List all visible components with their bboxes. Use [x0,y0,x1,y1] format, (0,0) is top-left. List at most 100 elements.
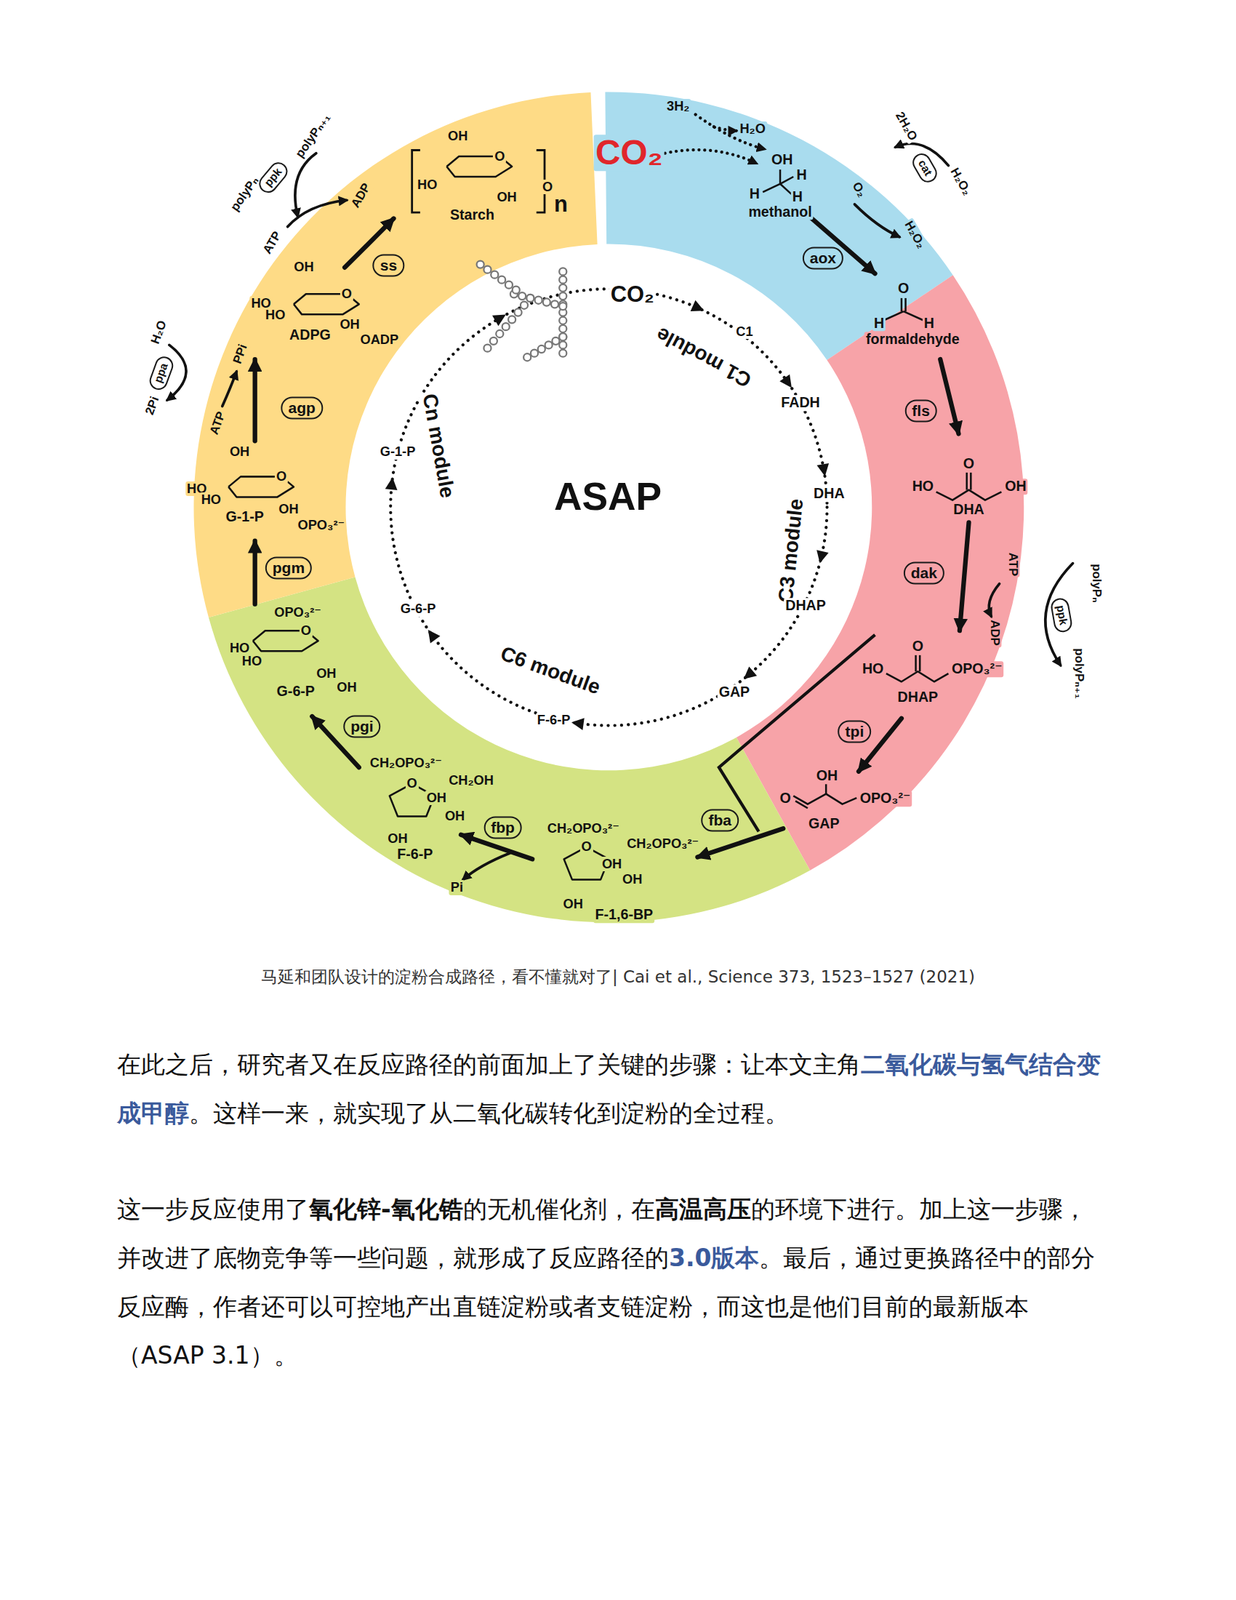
inner-cycle [390,288,827,725]
enzyme-name: pgm [272,559,305,577]
chemical-label: O [896,280,911,297]
arrow [988,583,999,617]
bond [780,176,794,184]
chemical-label: HO [199,492,223,507]
chemical-label: OH [277,501,300,517]
chemical-label: O [492,148,507,163]
main-arrows [255,218,970,859]
chemical-label: OH [314,665,338,681]
enzyme-name: fba [708,811,732,829]
chemical-label: OH [1003,478,1028,495]
caption-text: 马延和团队设计的淀粉合成路径，看不懂就对了| Cai et al., Scien… [261,966,975,986]
chemical-label: Starch [448,207,496,224]
glucose-unit [476,261,485,269]
chemical-label: H₂O₂ [946,164,975,200]
ring-sector [208,577,810,923]
arrow [713,126,737,131]
chemical-label: CO₂ [594,135,665,172]
chemical-label: CH₂OPO₃²⁻ [546,820,621,836]
chemical-label: ADPG [287,327,333,344]
enzyme-tag: pgm [265,556,312,580]
side-arrows [167,143,1074,880]
glucose-unit [559,349,567,357]
glucose-unit [538,345,546,353]
starch-brackets [412,150,545,214]
chemical-label: 3H₂ [665,98,691,114]
chemical-label: H [872,315,886,332]
arrowhead [690,300,705,312]
glucose-unit [495,330,504,338]
bond [779,169,782,184]
chemical-label: Pi [449,879,465,895]
chemical-label: HO [860,660,885,677]
pathway-label: C3 module [775,496,808,606]
chemical-label: OH [600,856,624,872]
ring [194,92,1025,923]
body-text: 。这样一来，就实现了从二氧化碳转化到淀粉的全过程。 [189,1098,789,1127]
chemical-label: O [777,790,792,807]
glucose-unit [526,294,534,302]
body-text: 氧化锌-氧化锆 [309,1194,464,1223]
chemical-label: 2Pi [143,393,164,419]
chemical-label: polyPₙ₊₁ [292,109,334,162]
chemical-label: H₂O [148,317,171,348]
enzyme-tag: fba [700,808,739,832]
arrowhead [492,314,507,327]
chemical-label: OH [443,808,467,824]
pathway-label: DHAP [783,597,828,614]
arrowhead [816,549,829,563]
glucose-unit [559,332,567,341]
arrow [854,204,900,238]
chemical-label: O [299,623,313,638]
chemical-label: G-6-P [275,683,317,700]
enzyme-tag: fls [904,399,938,423]
chemical-label: OPO₃²⁻ [296,517,347,533]
enzyme-name: agp [287,399,315,416]
glucose-unit [559,267,567,275]
paragraph: 在此之后，研究者又在反应路径的前面加上了关键的步骤：让本文主角二氧化碳与氢气结合… [117,1039,1108,1138]
enzyme-name: ppk [1054,604,1070,626]
enzyme-name: ppk [261,165,285,189]
enzyme-tag: pgi [343,714,381,738]
chemical-label: DHA [951,501,986,518]
enzyme-tag: agp [280,396,323,419]
glucose-unit [498,276,506,284]
chemical-label: HO [228,640,251,656]
glucose-unit [508,315,516,323]
glucose-unit [543,298,551,306]
enzyme-tag: ss [372,253,405,277]
enzyme-name: fbp [490,818,515,836]
chemical-label: HO [240,653,264,669]
arrow [1045,563,1074,666]
pathway-label: F-6-P [535,712,573,728]
chemical-label: HO [263,307,287,323]
arrow [253,540,258,605]
chemical-label: O [274,468,288,484]
glucose-unit [559,292,567,300]
arrow [959,522,970,631]
pathway-label: CO₂ [609,282,656,307]
chemical-label: H [748,186,762,203]
glucose-unit [559,276,567,284]
chemical-label: OPO₃²⁻ [950,660,1005,677]
chemical-label: OPO₃²⁻ [858,790,913,807]
enzyme-tag: ppa [146,354,176,393]
bond [900,298,904,312]
arrowhead [385,476,398,491]
arrowhead [779,374,792,389]
arrowhead [428,629,441,644]
chemical-label: OH [562,896,585,912]
bond [883,311,904,321]
pathway-label: FADH [779,394,821,411]
chemical-label: n [552,191,570,216]
pathway-label: C6 module [496,641,605,699]
chemical-label: G-1-P [223,508,265,525]
bond [762,183,781,192]
structures [228,156,1002,880]
bond [965,472,968,491]
enzyme-tag: cat [909,150,941,187]
enzyme-name: ppa [151,361,170,385]
glucose-unit [559,284,567,292]
enzyme-tag: fbp [483,815,523,839]
enzyme-tag: dak [903,562,945,585]
